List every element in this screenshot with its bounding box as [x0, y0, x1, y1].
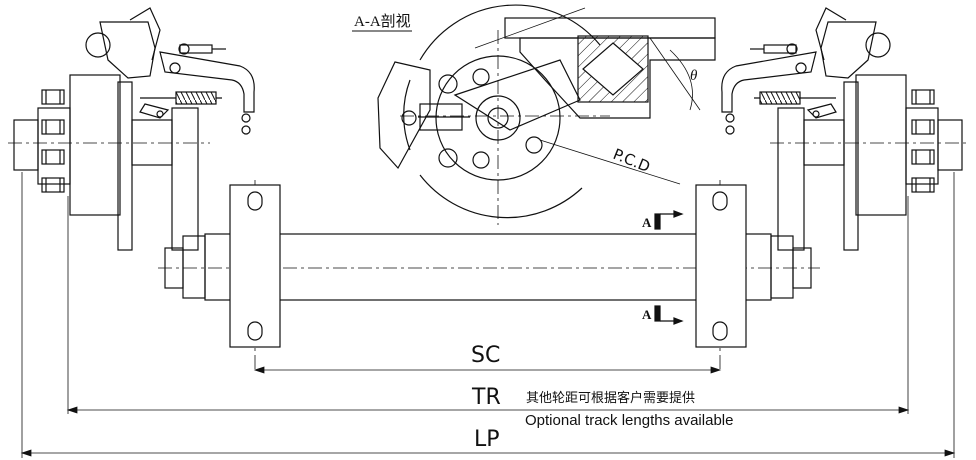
right-mounting-bracket: [695, 184, 747, 348]
right-wheel-hub: [803, 74, 963, 251]
dimension-lp-label: LP: [474, 427, 500, 452]
left-mounting-bracket: [229, 184, 281, 348]
pcd-label: P.C.D: [611, 145, 653, 176]
dimension-sc: [253, 366, 722, 374]
dimension-tr-label: TR: [471, 385, 501, 410]
left-brake-mechanism: [85, 7, 255, 251]
left-wheel-hub: [13, 74, 173, 251]
note-english: Optional track lengths available: [525, 412, 733, 429]
dimension-sc-label: SC: [471, 343, 500, 368]
dimension-tr: [66, 196, 910, 414]
right-brake-mechanism: [721, 7, 891, 251]
note-chinese: 其他轮距可根据客户需要提供: [526, 390, 695, 406]
section-mark-bottom: A: [642, 307, 652, 322]
theta-label: θ: [690, 68, 698, 84]
section-view-aa: [377, 4, 716, 219]
axle-beam: [164, 233, 812, 301]
section-cut-markers: [654, 210, 684, 325]
section-label: A-A剖视: [354, 13, 411, 30]
section-mark-top: A: [642, 215, 652, 230]
dimension-lp: [20, 172, 956, 458]
